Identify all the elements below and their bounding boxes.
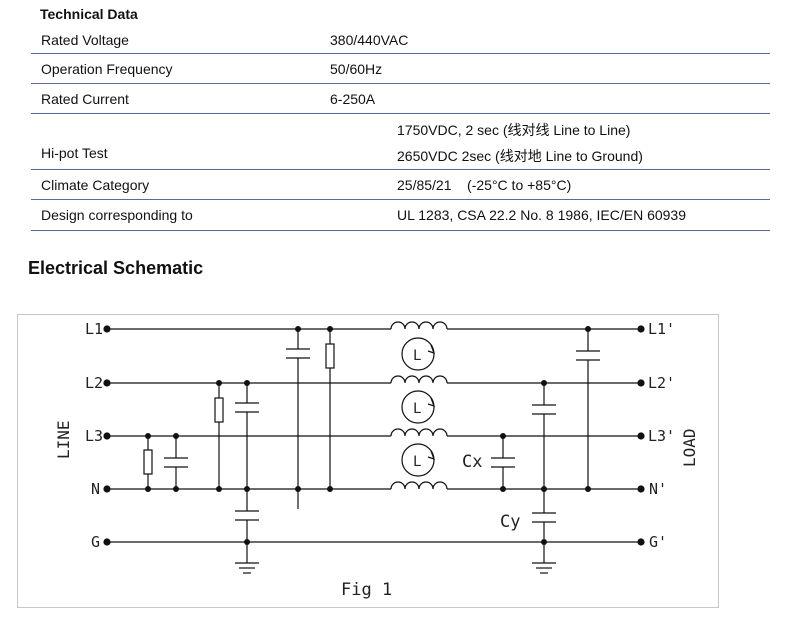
capacitor-cy-left <box>235 489 259 574</box>
capacitor-l3-n <box>164 436 188 489</box>
spec-value-line1: 1750VDC, 2 sec (线对线 Line to Line) <box>397 122 631 138</box>
terminal-label-n-out: N' <box>649 480 667 498</box>
spec-label: Operation Frequency <box>41 61 173 77</box>
schematic-title: Electrical Schematic <box>28 258 204 278</box>
terminal-label-l1: L1 <box>85 320 103 338</box>
resistor-l3-n <box>143 436 153 489</box>
spec-label: Climate Category <box>41 177 150 193</box>
terminal-label-l3-out: L3' <box>648 427 675 445</box>
spec-value: 6-250A <box>330 91 376 107</box>
terminal-label-l3: L3 <box>85 427 103 445</box>
inductor-coils <box>390 321 448 490</box>
terminal-label-n: N <box>91 480 100 498</box>
spec-label: Rated Current <box>41 91 129 107</box>
side-label-load: LOAD <box>680 428 699 467</box>
spec-label: Hi-pot Test <box>41 145 108 161</box>
terminal-label-l1-out: L1' <box>648 320 675 338</box>
spec-value-line2: 2650VDC 2sec (线对地 Line to Ground) <box>397 148 643 164</box>
resistor-l2-n <box>214 383 224 489</box>
technical-data-title: Technical Data <box>40 6 138 22</box>
spec-label: Rated Voltage <box>41 32 129 48</box>
spec-row-climate-category: Climate Category 25/85/21 (-25°C to +85°… <box>31 171 770 200</box>
schematic-figure: L1 L2 L3 N G L1' L2' L3' N' G' LINE LOAD… <box>17 314 719 608</box>
terminals <box>103 325 645 546</box>
spec-row-hi-pot-test: Hi-pot Test 1750VDC, 2 sec (线对线 Line to … <box>31 115 770 170</box>
bus-lines <box>107 328 641 543</box>
capacitor-l1-n <box>286 329 310 509</box>
spec-value: 50/60Hz <box>330 61 383 77</box>
cy-label: Cy <box>500 512 520 532</box>
side-label-line: LINE <box>54 420 73 459</box>
capacitor-l2-n <box>235 383 259 489</box>
resistor-l1-n <box>325 329 335 489</box>
spec-row-rated-current: Rated Current 6-250A <box>31 85 770 114</box>
inductor-label-1: L <box>413 348 421 364</box>
capacitor-l1-n-right <box>576 329 600 489</box>
spec-value: 25/85/21 (-25°C to +85°C) <box>397 177 572 193</box>
spec-value: 380/440VAC <box>330 32 409 48</box>
terminal-label-g: G <box>91 533 100 551</box>
terminal-label-l2: L2 <box>85 374 103 392</box>
inductor-symbols <box>401 337 436 477</box>
terminal-label-g-out: G' <box>649 533 667 551</box>
spec-row-operation-frequency: Operation Frequency 50/60Hz <box>31 55 770 84</box>
capacitor-cx <box>491 436 515 489</box>
inductor-label-2: L <box>413 401 421 417</box>
capacitor-l2-n-right <box>532 383 556 489</box>
spec-label: Design corresponding to <box>41 207 193 223</box>
spec-row-rated-voltage: Rated Voltage 380/440VAC <box>31 27 770 54</box>
capacitor-cy-right <box>532 489 556 574</box>
schematic-diagram: L1 L2 L3 N G L1' L2' L3' N' G' LINE LOAD… <box>54 320 699 600</box>
cx-label: Cx <box>462 452 482 472</box>
spec-value: UL 1283, CSA 22.2 No. 8 1986, IEC/EN 609… <box>397 207 687 223</box>
terminal-label-l2-out: L2' <box>648 374 675 392</box>
figure-label: Fig 1 <box>341 580 392 600</box>
inductor-label-3: L <box>413 454 421 470</box>
spec-row-design-corresponding: Design corresponding to UL 1283, CSA 22.… <box>31 201 770 231</box>
